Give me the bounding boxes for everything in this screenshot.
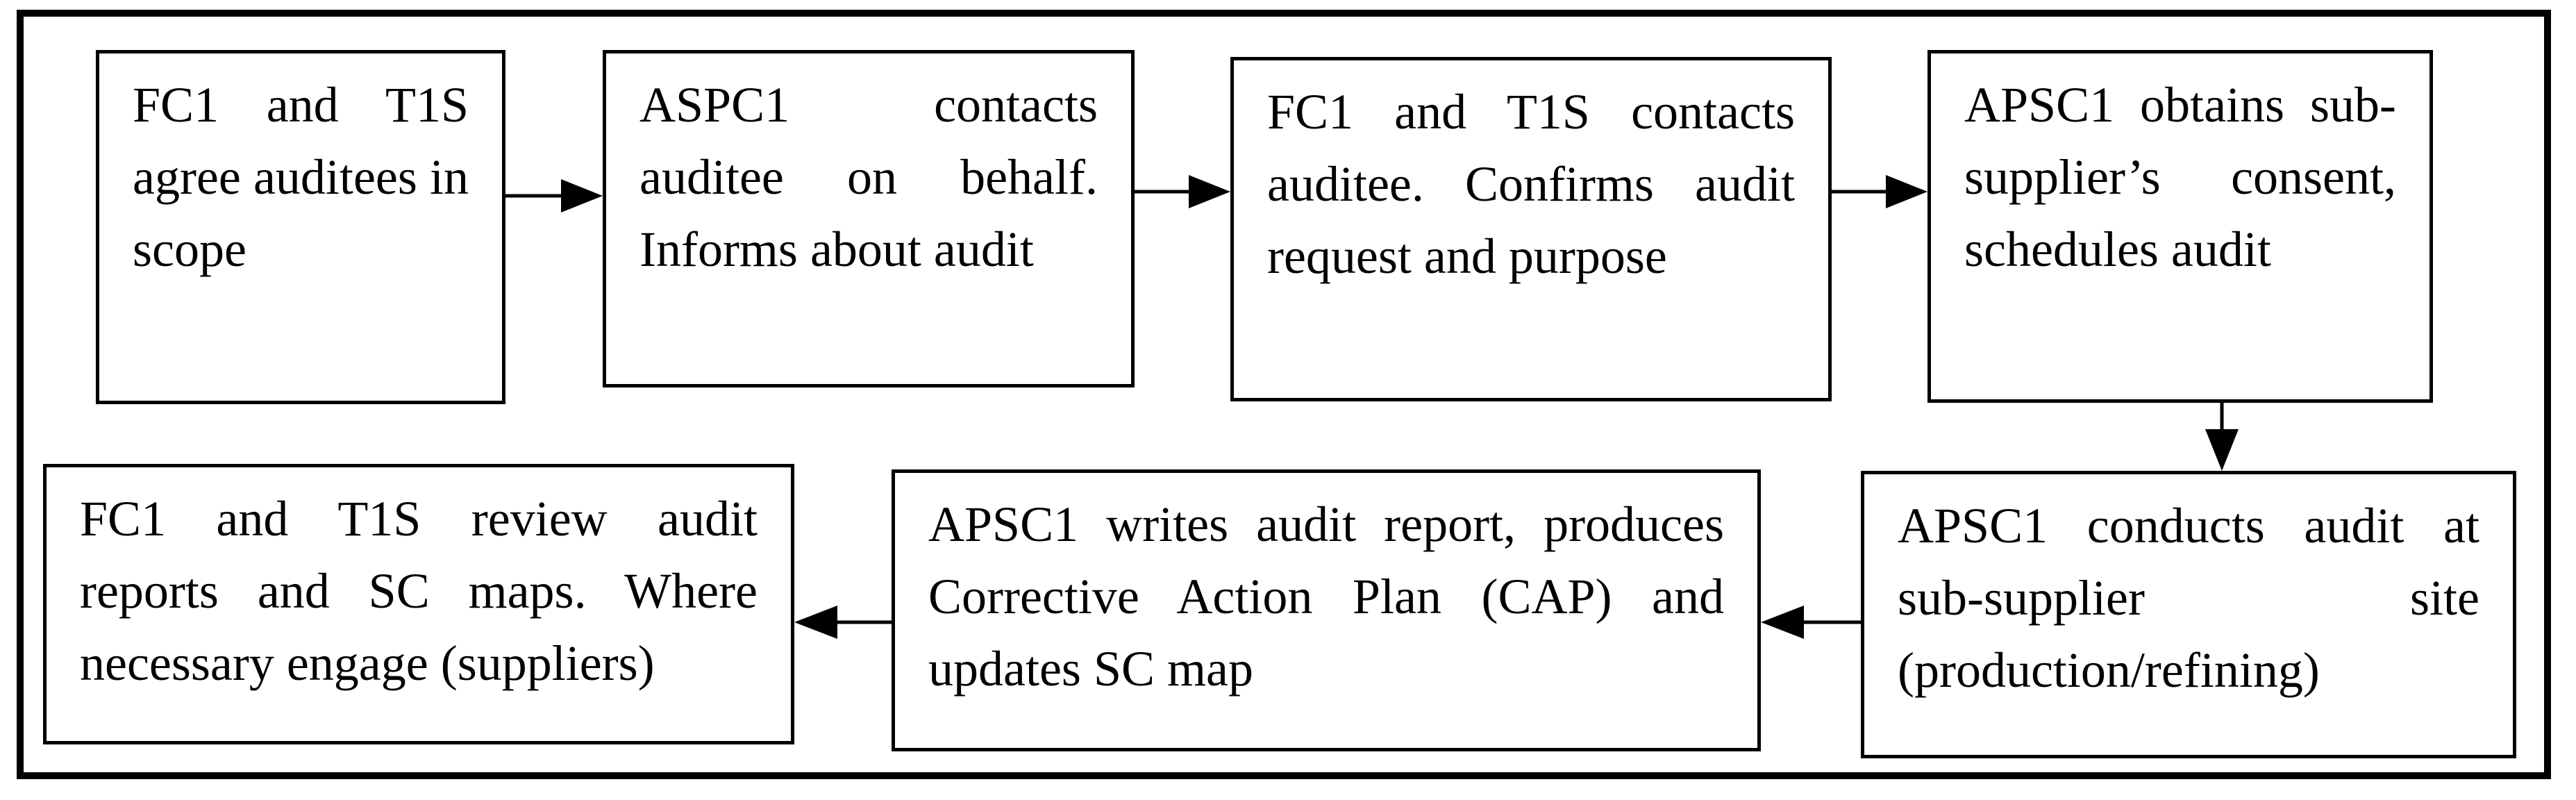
arrow-step5-to-step6	[1761, 606, 1861, 639]
arrow-step3-to-step4	[1832, 175, 1927, 208]
step-text: FC1 and T1S contacts auditee. Confirms a…	[1267, 84, 1795, 284]
step-review-reports: FC1 and T1S review audit reports and SC …	[43, 464, 794, 744]
step-text: FC1 and T1S agree auditees in scope	[133, 77, 469, 277]
arrow-step1-to-step2	[505, 179, 603, 212]
step-agree-auditees: FC1 and T1S agree auditees in scope	[96, 50, 505, 404]
step-confirm-request: FC1 and T1S contacts auditee. Confirms a…	[1230, 57, 1832, 401]
step-text: APSC1 obtains sub-supplier’s consent, sc…	[1964, 77, 2396, 277]
arrow-step2-to-step3	[1135, 175, 1230, 208]
step-contact-auditee: ASPC1 contacts auditee on behalf. Inform…	[603, 50, 1135, 388]
step-text: ASPC1 contacts auditee on behalf. Inform…	[639, 77, 1098, 277]
step-write-report: APSC1 writes audit report, produces Corr…	[892, 469, 1761, 751]
arrow-step6-to-step7	[794, 606, 892, 639]
step-text: APSC1 conducts audit at sub-supplier sit…	[1898, 498, 2479, 698]
step-text: APSC1 writes audit report, produces Corr…	[928, 497, 1724, 697]
step-text: FC1 and T1S review audit reports and SC …	[80, 491, 758, 691]
step-conduct-audit: APSC1 conducts audit at sub-supplier sit…	[1861, 471, 2516, 758]
step-obtain-consent: APSC1 obtains sub-supplier’s consent, sc…	[1927, 50, 2433, 403]
arrow-step4-to-step5	[2205, 403, 2239, 471]
